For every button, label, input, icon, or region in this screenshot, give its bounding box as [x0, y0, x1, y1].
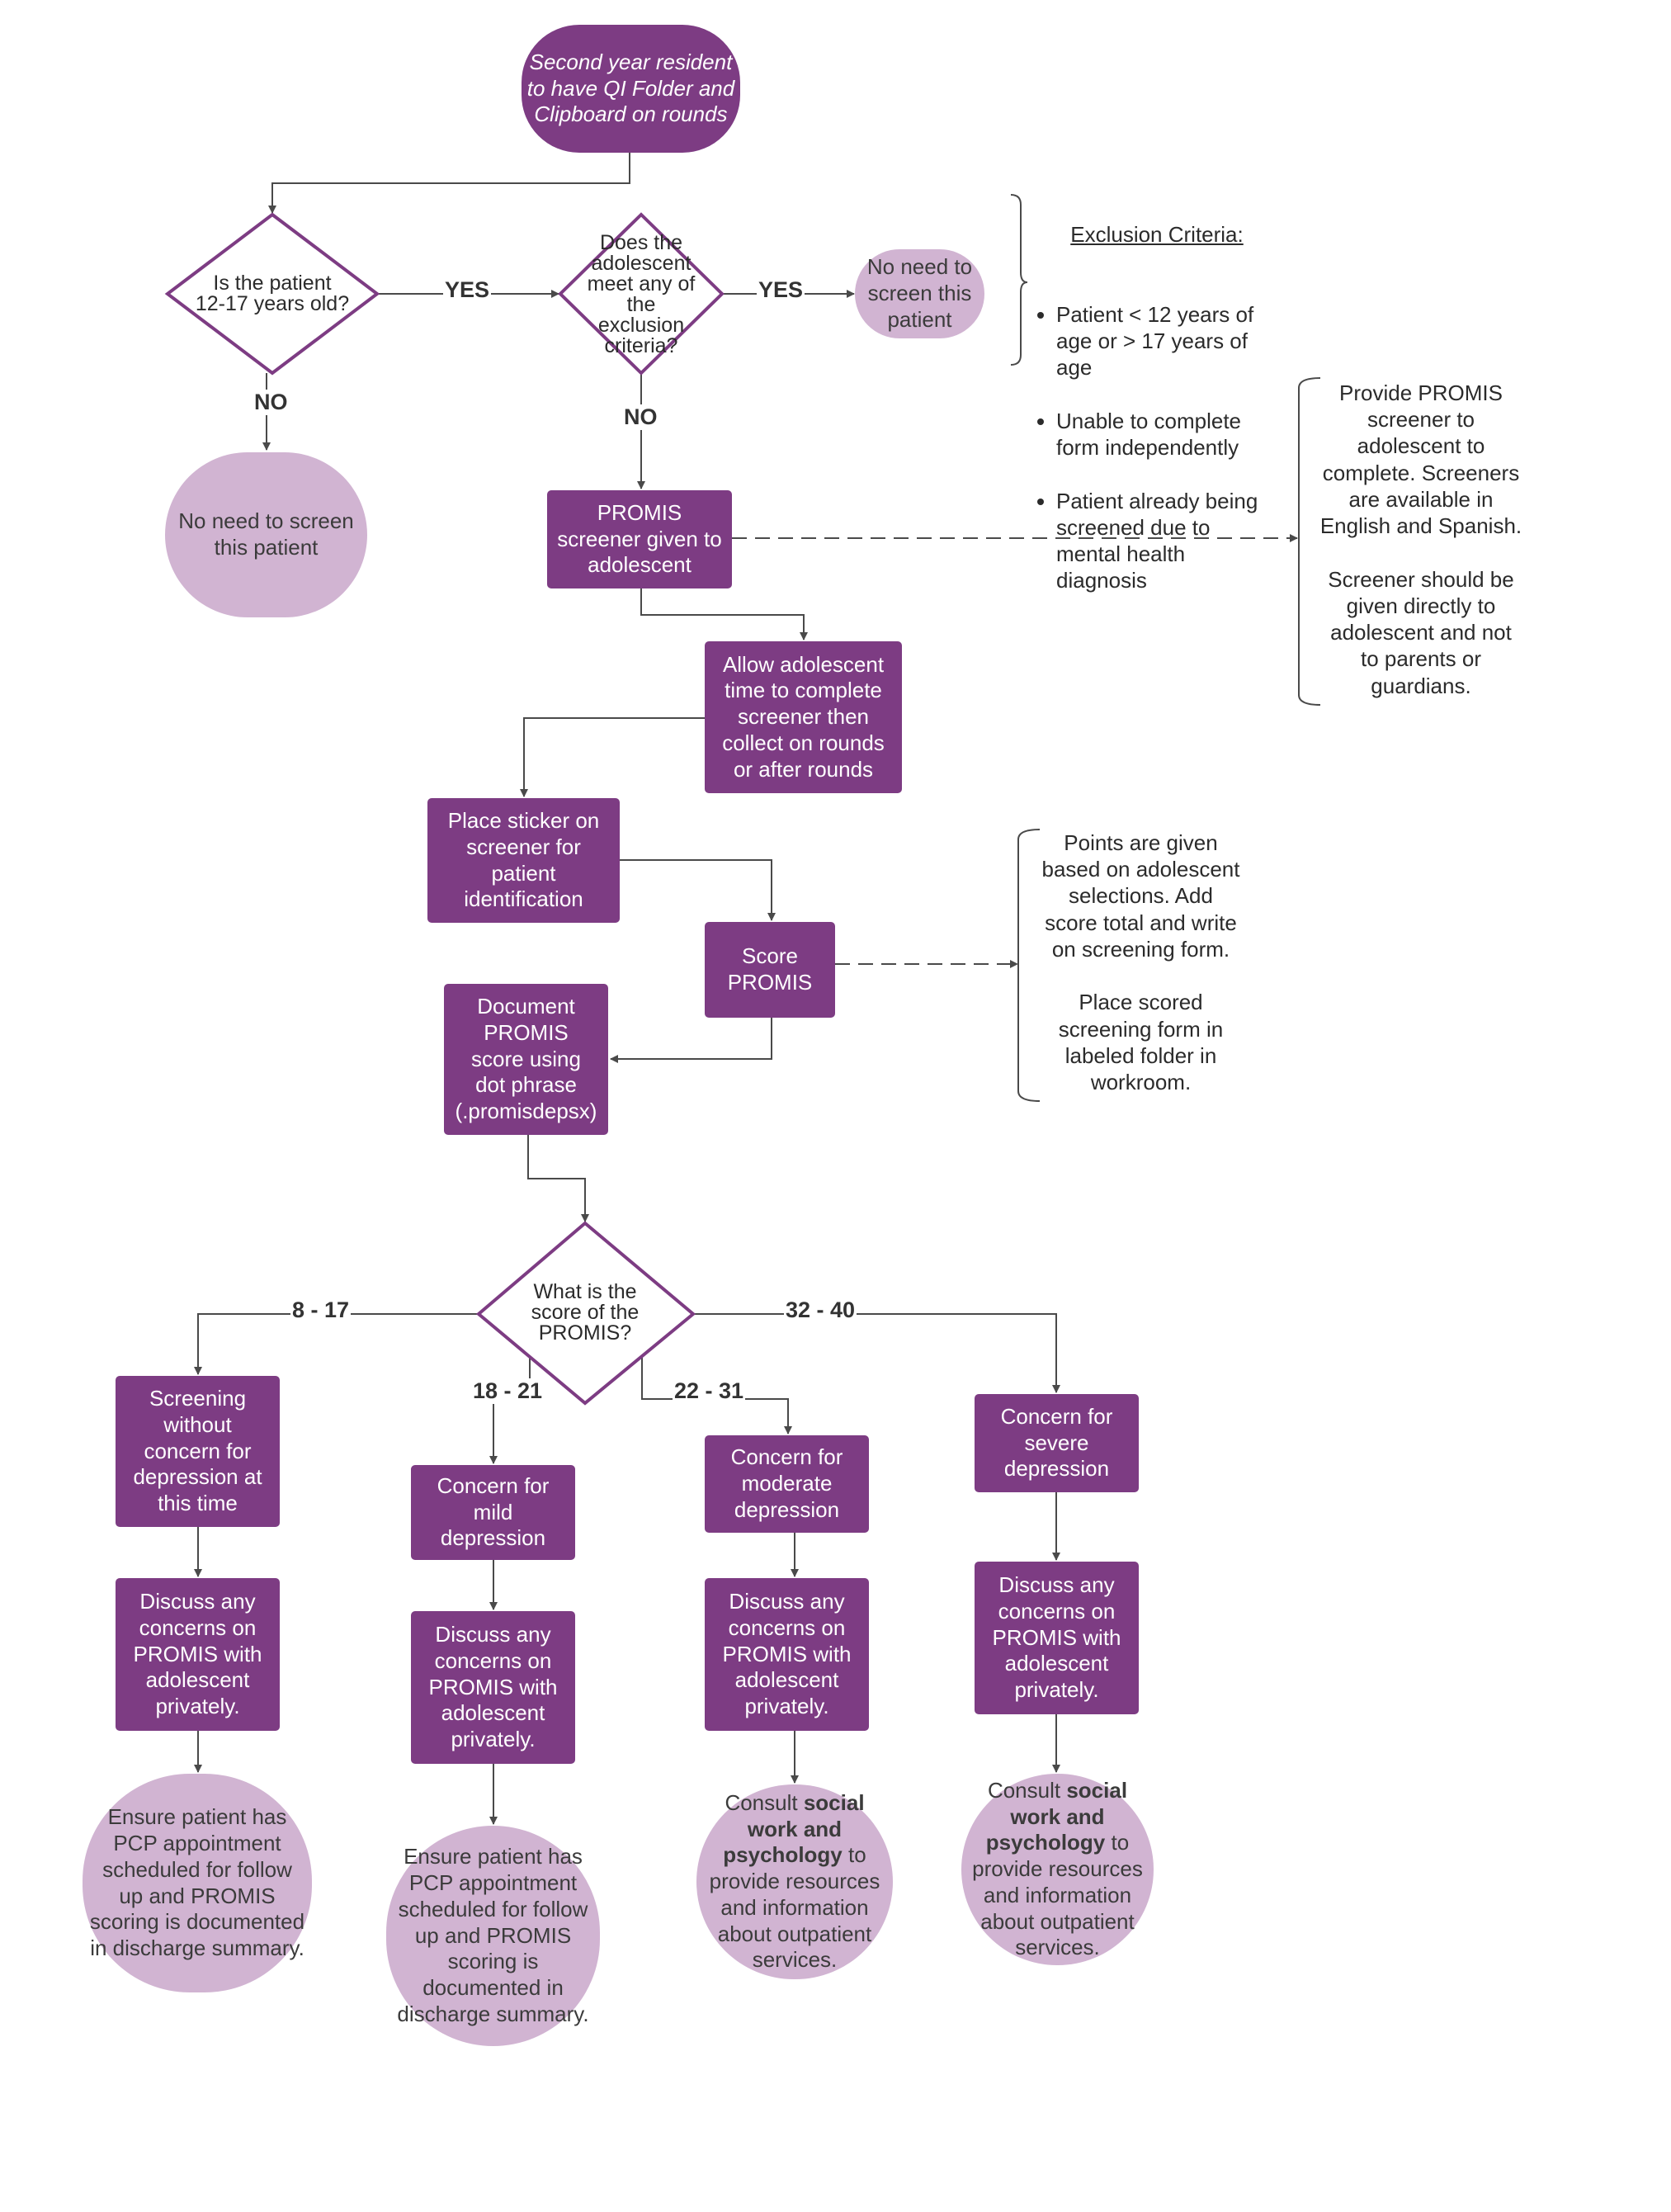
- edge-range-18-21: [489, 1356, 531, 1464]
- label-no-age: NO: [253, 390, 290, 415]
- outcome-moderate-depression: Concern for moderate depression: [705, 1435, 869, 1533]
- exclusion-criteria-item: Patient already being screened due to me…: [1056, 488, 1272, 594]
- discuss-concerns-col4: Discuss any concerns on PROMIS with adol…: [975, 1562, 1139, 1714]
- edge-start-to-age: [268, 153, 630, 214]
- outcome-mild-depression: Concern for mild depression: [411, 1465, 575, 1560]
- diamond-exclusion: [558, 212, 725, 376]
- label-range-18-21: 18 - 21: [471, 1378, 545, 1404]
- diamond-age: [164, 212, 380, 376]
- outcome-no-concern: Screening without concern for depression…: [116, 1376, 280, 1527]
- edge-allow-to-sticker: [520, 717, 705, 797]
- edge-score-to-document: [610, 1018, 772, 1063]
- label-yes-age: YES: [443, 277, 492, 303]
- discuss-concerns-col2: Discuss any concerns on PROMIS with adol…: [411, 1611, 575, 1764]
- consult-highlight: social work and psychology: [985, 1777, 1128, 1855]
- terminal-no-need-screen-exclusion: No need to screen this patient: [855, 249, 984, 338]
- start-resident-qi-folder: Second year resident to have QI Folder a…: [522, 25, 740, 153]
- decision-score-text: What is the score of the PROMIS?: [531, 1279, 640, 1345]
- final-pcp-followup-col1: Ensure patient has PCP appointment sched…: [83, 1774, 312, 1992]
- document-promis-score: Document PROMIS score using dot phrase (…: [444, 984, 608, 1135]
- exclusion-criteria-title: Exclusion Criteria:: [1070, 222, 1244, 248]
- edge-given-to-allow: [640, 588, 808, 640]
- label-range-8-17: 8 - 17: [290, 1297, 352, 1323]
- bracket-promis-note: [1298, 377, 1321, 706]
- bracket-exclusion: [1010, 194, 1028, 366]
- label-range-32-40: 32 - 40: [784, 1297, 857, 1323]
- label-yes-exclusion: YES: [757, 277, 805, 303]
- discuss-concerns-col3: Discuss any concerns on PROMIS with adol…: [705, 1578, 869, 1731]
- discuss-concerns-col1: Discuss any concerns on PROMIS with adol…: [116, 1578, 280, 1731]
- edge-range-32-40: [693, 1313, 1060, 1393]
- promis-instructions-note: Provide PROMIS screener to adolescent to…: [1319, 380, 1522, 698]
- decision-exclusion-text: Does the adolescent meet any of the excl…: [587, 231, 696, 357]
- allow-time-complete-screener: Allow adolescent time to complete screen…: [705, 641, 902, 793]
- bracket-score-note: [1017, 829, 1041, 1102]
- diamond-score: [475, 1221, 696, 1406]
- final-pcp-followup-col2: Ensure patient has PCP appointment sched…: [386, 1826, 600, 2046]
- outcome-severe-depression: Concern for severe depression: [975, 1394, 1139, 1492]
- scoring-instructions-note: Points are given based on adolescent sel…: [1041, 830, 1240, 1095]
- label-no-exclusion: NO: [622, 404, 659, 430]
- place-sticker-identification: Place sticker on screener for patient id…: [427, 798, 620, 923]
- final-consult-social-work-col3: Consult social work and psychology to pr…: [696, 1784, 893, 1979]
- exclusion-criteria-item: Unable to complete form independently: [1056, 408, 1272, 461]
- exclusion-criteria-item: Patient < 12 years of age or > 17 years …: [1056, 301, 1272, 381]
- edge-sticker-to-score: [620, 859, 776, 921]
- final-consult-text-col3: Consult social work and psychology to pr…: [709, 1789, 880, 1973]
- edge-range-8-17: [194, 1313, 479, 1375]
- score-promis: Score PROMIS: [705, 922, 835, 1018]
- final-consult-text-col4: Consult social work and psychology to pr…: [972, 1777, 1143, 1960]
- promis-screener-given: PROMIS screener given to adolescent: [547, 490, 732, 588]
- terminal-no-need-screen-age: No need to screen this patient: [165, 452, 367, 617]
- consult-highlight: social work and psychology: [723, 1789, 865, 1868]
- decision-age-text: Is the patient 12-17 years old?: [195, 272, 350, 315]
- edge-document-to-decision: [527, 1135, 589, 1222]
- final-consult-social-work-col4: Consult social work and psychology to pr…: [961, 1774, 1154, 1965]
- exclusion-criteria-list: Patient < 12 years of age or > 17 years …: [1041, 275, 1272, 621]
- exclusion-criteria-note: Exclusion Criteria: Patient < 12 years o…: [1041, 195, 1272, 647]
- label-range-22-31: 22 - 31: [673, 1378, 746, 1404]
